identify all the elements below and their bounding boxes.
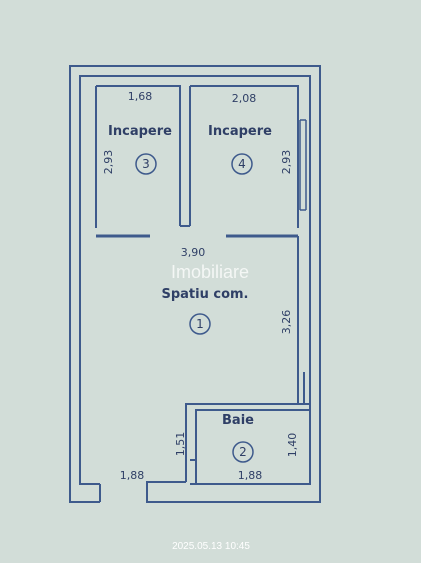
room2-height: 1,40 bbox=[286, 433, 299, 458]
bathroom-walls bbox=[185, 403, 310, 484]
room1-number-circle bbox=[189, 313, 211, 335]
room2-number-circle bbox=[232, 441, 254, 463]
room2-width: 1,88 bbox=[238, 469, 263, 482]
room4-height: 2,93 bbox=[280, 150, 293, 175]
room3-height: 2,93 bbox=[102, 150, 115, 175]
room2-number: 2 bbox=[239, 445, 247, 459]
watermark: Imobiliare bbox=[171, 262, 249, 282]
room4-number-circle bbox=[231, 153, 253, 175]
room1-number: 1 bbox=[196, 317, 204, 331]
room4-width: 2,08 bbox=[232, 92, 257, 105]
room4-name: Incapere bbox=[208, 124, 272, 139]
room3-width: 1,68 bbox=[128, 90, 153, 103]
window-right bbox=[299, 119, 307, 211]
room2-left-height: 1,51 bbox=[174, 432, 187, 457]
room2-name: Baie bbox=[222, 413, 254, 428]
room1-height: 3,26 bbox=[280, 310, 293, 335]
room1-width: 3,90 bbox=[181, 246, 206, 259]
room4-number: 4 bbox=[238, 157, 246, 171]
room1-name: Spatiu com. bbox=[161, 287, 248, 302]
upper-room-walls bbox=[95, 85, 299, 228]
outer-bottom-width: 1,88 bbox=[120, 469, 145, 482]
room3-name: Incapere bbox=[108, 124, 172, 139]
corridor-right-wall bbox=[297, 236, 305, 404]
timestamp: 2025.05.13 10:45 bbox=[172, 541, 250, 552]
room3-number: 3 bbox=[142, 157, 150, 171]
room3-number-circle bbox=[135, 153, 157, 175]
outer-walls bbox=[69, 65, 321, 503]
